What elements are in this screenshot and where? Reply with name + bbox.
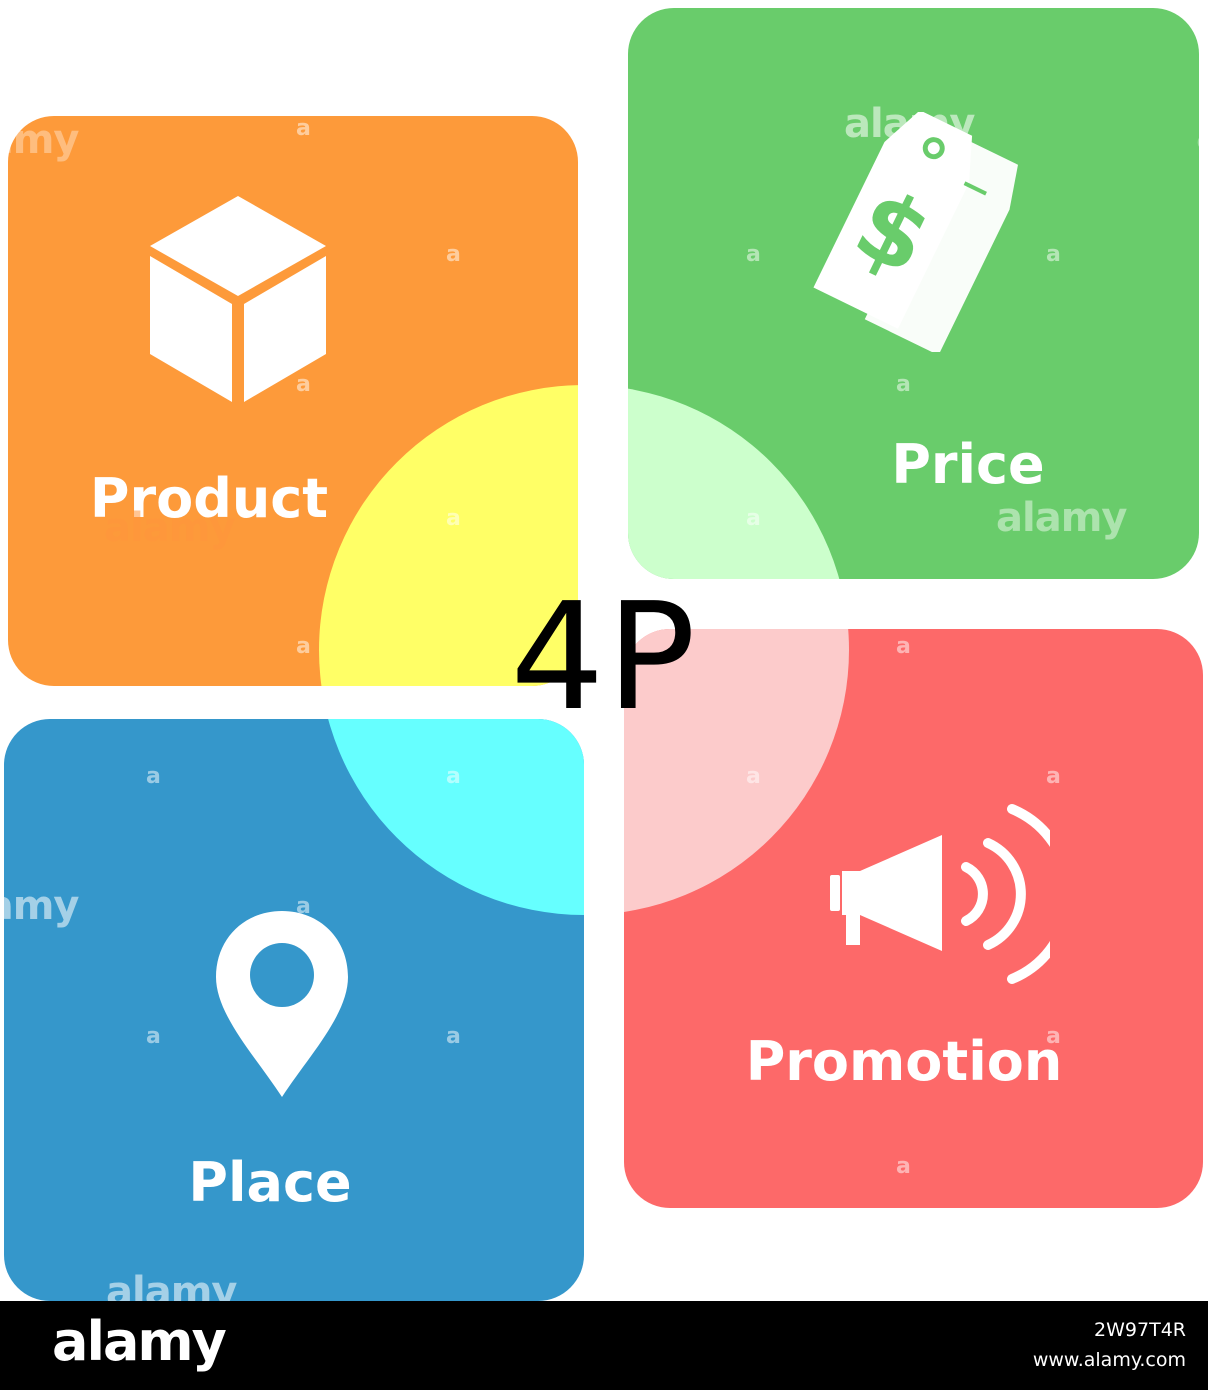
product-card <box>8 116 578 686</box>
footer-site-url: www.alamy.com <box>1032 1349 1186 1371</box>
watermark-text: alamy <box>104 505 235 551</box>
watermark-letter: a <box>446 1024 461 1049</box>
watermark-letter: a <box>446 242 461 267</box>
watermark-letter: a <box>446 506 461 531</box>
footer-bar: alamy 2W97T4R www.alamy.com <box>0 1301 1208 1390</box>
watermark-letter: a <box>896 372 911 397</box>
center-title: 4P <box>510 571 698 743</box>
place-overlap <box>319 719 584 915</box>
product-label: Product <box>89 467 329 530</box>
price-tag-icon: $ <box>813 112 1018 352</box>
watermark-text: alamy <box>844 101 975 147</box>
price-label: Price <box>891 433 1045 496</box>
footer-brand-logo: alamy <box>52 1310 227 1373</box>
watermark-text-edge: alamy <box>0 883 79 929</box>
promotion-label: Promotion <box>745 1030 1063 1093</box>
watermark-letter: a <box>746 506 761 531</box>
promotion-overlap <box>624 629 849 915</box>
watermark-letter: a <box>146 764 161 789</box>
watermark-letter: a <box>896 634 911 659</box>
watermark-letter: a <box>296 116 311 141</box>
watermark-letter: a <box>746 764 761 789</box>
watermark-letter: a <box>296 894 311 919</box>
footer-image-id: 2W97T4R <box>1094 1319 1186 1341</box>
watermark-letter: a <box>896 1154 911 1179</box>
product-overlap <box>319 385 578 686</box>
box-icon <box>150 196 326 402</box>
place-card <box>4 719 584 1301</box>
watermark-letter: a <box>296 372 311 397</box>
price-overlap <box>628 385 849 579</box>
watermark-letter: a <box>1046 242 1061 267</box>
watermark-letter: a <box>746 242 761 267</box>
watermark-text: alamy <box>996 495 1127 541</box>
watermark-letter: a <box>296 634 311 659</box>
watermark-letter: a <box>896 894 911 919</box>
watermark-letter: a <box>146 1024 161 1049</box>
watermark-text-edge: alamy <box>0 117 79 163</box>
location-pin-icon <box>216 911 348 1097</box>
place-label: Place <box>188 1151 352 1214</box>
watermark-letter: a <box>446 764 461 789</box>
watermark-text-edge: alamy <box>1196 116 1208 156</box>
watermark-letter: a <box>1046 1024 1061 1049</box>
watermark-letter: a <box>1046 764 1061 789</box>
megaphone-icon <box>830 804 1050 984</box>
